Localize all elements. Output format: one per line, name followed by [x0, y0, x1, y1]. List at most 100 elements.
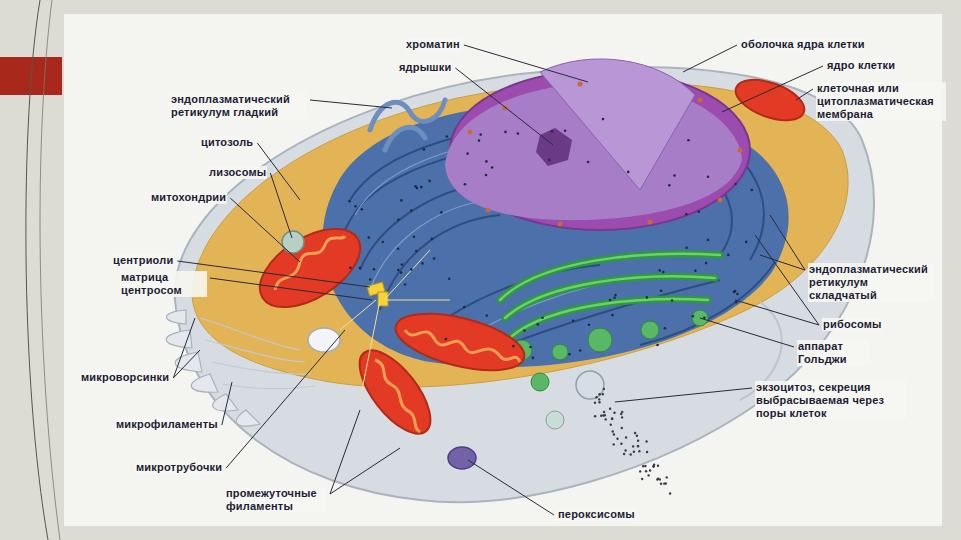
ribosome-dot — [491, 166, 494, 169]
part-label: центриоли — [112, 254, 174, 267]
secretion-dot — [625, 436, 627, 438]
ribosome-dot — [694, 270, 697, 273]
ribosome-dot — [692, 315, 695, 318]
ribosome-dot — [433, 257, 436, 260]
ribosome-dot — [373, 268, 376, 271]
part-label: аппарат Гольджи — [797, 340, 869, 366]
ribosome-dot — [431, 237, 434, 240]
ribosome-dot — [349, 267, 352, 270]
secretion-dot — [595, 396, 597, 398]
secretion-dot — [594, 402, 596, 404]
secretion-dot — [621, 427, 623, 429]
part-label: пероксисомы — [557, 508, 636, 521]
secretion-dot — [598, 398, 600, 400]
leader-line — [173, 318, 195, 378]
secretion-dot — [630, 453, 632, 455]
ribosome-dot — [354, 205, 357, 208]
ribosome-dot — [369, 278, 372, 281]
secretion-dot — [624, 449, 626, 451]
leader-line — [230, 198, 300, 262]
secretion-dot — [641, 478, 643, 480]
ribosome-dot — [400, 271, 403, 274]
part-label: микрофиламенты — [115, 418, 219, 431]
secretion-dot — [623, 453, 625, 455]
leader-line — [330, 448, 400, 494]
ribosome-dot — [440, 211, 443, 214]
ribosome-dot — [466, 152, 469, 155]
ribosome-dot — [614, 294, 617, 297]
leader-line — [796, 89, 813, 100]
secretion-dot — [633, 451, 635, 453]
leader-line — [310, 100, 392, 108]
ribosome-dot — [602, 118, 605, 121]
ribosome-dot — [671, 299, 674, 302]
secretion-dot — [611, 417, 613, 419]
ribosome-dot — [486, 314, 489, 317]
ribosome-dot — [361, 208, 364, 211]
ribosome-dot — [423, 148, 426, 151]
ribosome-dot — [397, 218, 400, 221]
ribosome-dot — [397, 269, 400, 272]
secretion-dot — [642, 465, 644, 467]
secretion-dot — [603, 388, 605, 390]
ribosome-dot — [512, 345, 515, 348]
secretion-dot — [634, 432, 636, 434]
leader-line — [330, 410, 360, 494]
ribosome-dot — [579, 349, 582, 352]
ribosome-dot — [463, 306, 466, 309]
secretion-dot — [605, 418, 607, 420]
leader-line — [468, 460, 554, 515]
leader-line — [735, 300, 819, 325]
ribosome-dot — [397, 247, 400, 250]
ribosome-dot — [727, 254, 730, 257]
secretion-dot — [659, 478, 661, 480]
part-label: рибосомы — [822, 318, 883, 331]
part-label: клеточная или цитоплазматическая мембран… — [816, 82, 946, 121]
part-label: митохондрии — [150, 191, 227, 204]
ribosome-dot — [400, 199, 403, 202]
secretion-dot — [657, 465, 659, 467]
secretion-dot — [610, 424, 612, 426]
secretion-dot — [620, 443, 622, 445]
ribosome-dot — [660, 289, 663, 292]
leader-line — [615, 388, 752, 402]
part-label: эндоплазматический ретикулум складчатый — [808, 263, 935, 302]
secretion-dot — [665, 482, 667, 484]
secretion-dot — [602, 393, 604, 395]
secretion-dot — [649, 469, 651, 471]
ribosome-dot — [564, 129, 567, 132]
part-label: цитозоль — [200, 136, 254, 149]
ribosome-dot — [658, 269, 661, 272]
ribosome-dot — [414, 185, 417, 188]
ribosome-dot — [698, 211, 701, 214]
secretion-dot — [646, 451, 648, 453]
secretion-dot — [637, 445, 639, 447]
ribosome-dot — [685, 247, 688, 250]
ribosome-dot — [588, 323, 591, 326]
secretion-dot — [644, 465, 646, 467]
ribosome-dot — [609, 299, 612, 302]
ribosome-dot — [464, 183, 467, 186]
part-label: эндоплазматический ретикулум гладкий — [170, 93, 307, 119]
secretion-dot — [611, 418, 613, 420]
ribosome-dot — [664, 327, 667, 330]
leader-line — [464, 45, 588, 82]
ribosome-dot — [517, 132, 520, 135]
leader-line — [210, 278, 372, 300]
secretion-dot — [594, 415, 596, 417]
ribosome-dot — [368, 236, 371, 239]
ribosome-dot — [734, 183, 737, 186]
secretion-dot — [632, 445, 634, 447]
part-label: промежуточные филаменты — [225, 487, 327, 513]
ribosome-dot — [485, 174, 488, 177]
ribosome-dot — [529, 346, 532, 349]
leader-line — [683, 45, 737, 72]
part-label: ядрышки — [398, 61, 452, 74]
ribosome-dot — [668, 184, 671, 187]
ribosome-dot — [736, 293, 739, 296]
ribosome-dot — [428, 180, 431, 183]
ribosome-dot — [401, 263, 404, 266]
secretion-dot — [656, 478, 658, 480]
leader-line — [760, 255, 805, 270]
leader-line — [722, 66, 823, 112]
